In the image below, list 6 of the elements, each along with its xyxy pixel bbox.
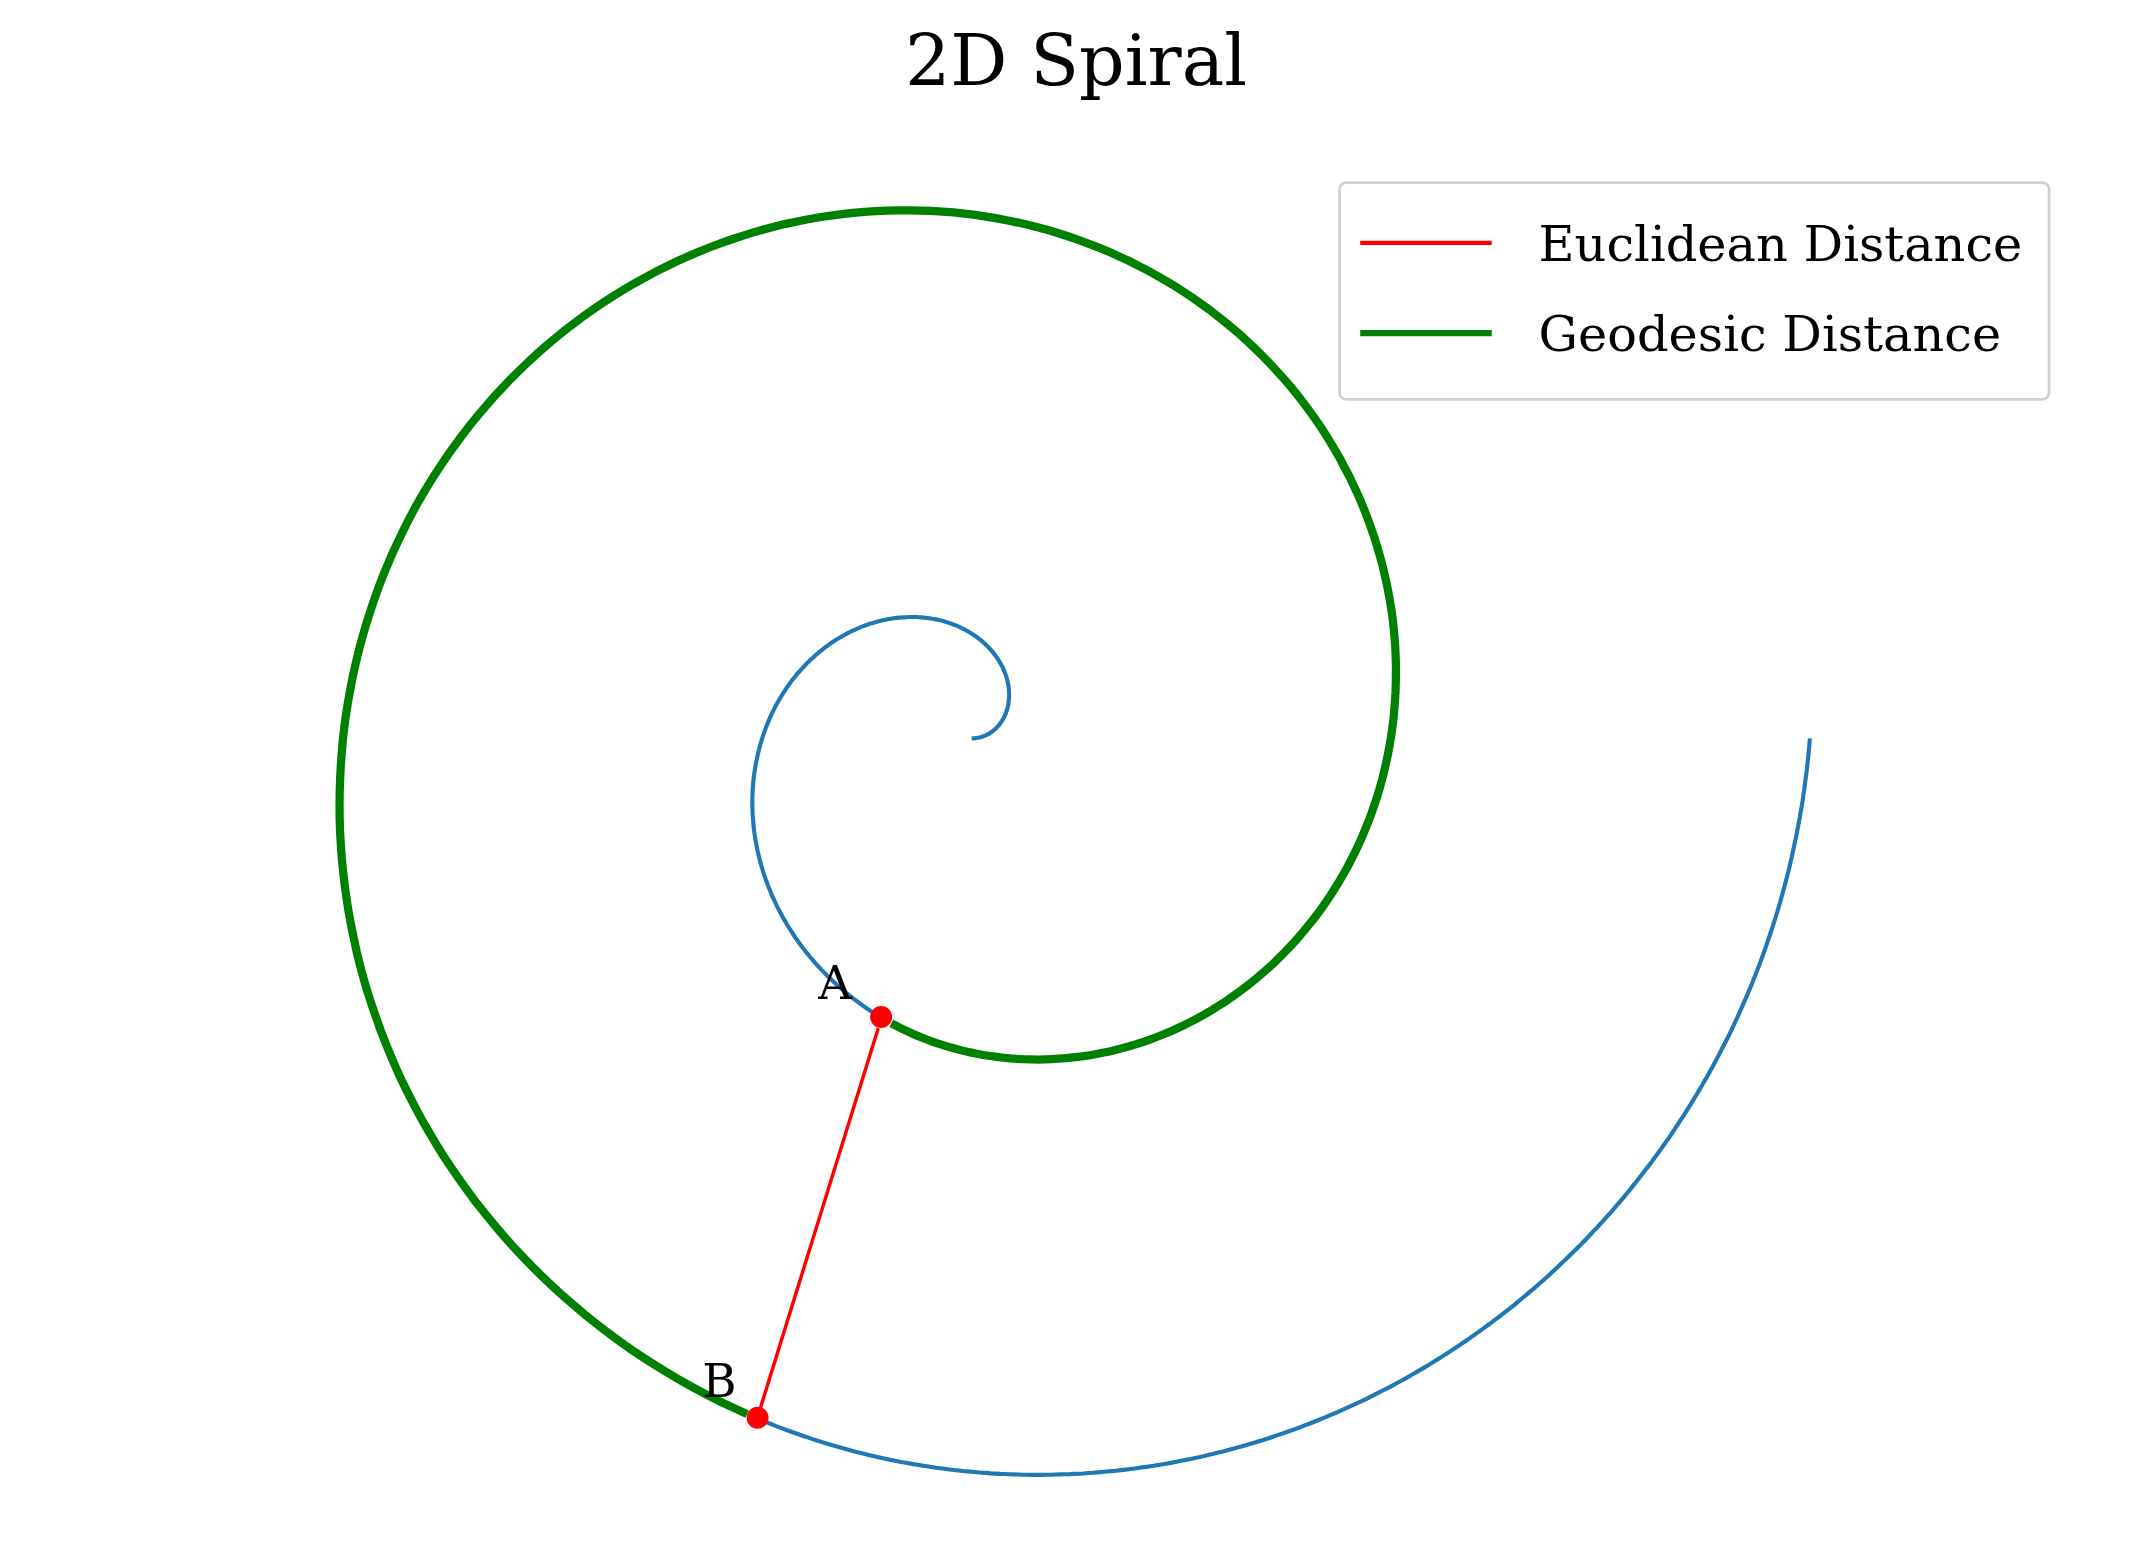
- legend-label: Geodesic Distance: [1538, 305, 2002, 362]
- chart-title: 2D Spiral: [903, 19, 1249, 102]
- legend-label: Euclidean Distance: [1538, 214, 2023, 272]
- geodesic-path: [335, 206, 1401, 1418]
- distance-line: [758, 1027, 880, 1409]
- point-label: B: [702, 1357, 737, 1405]
